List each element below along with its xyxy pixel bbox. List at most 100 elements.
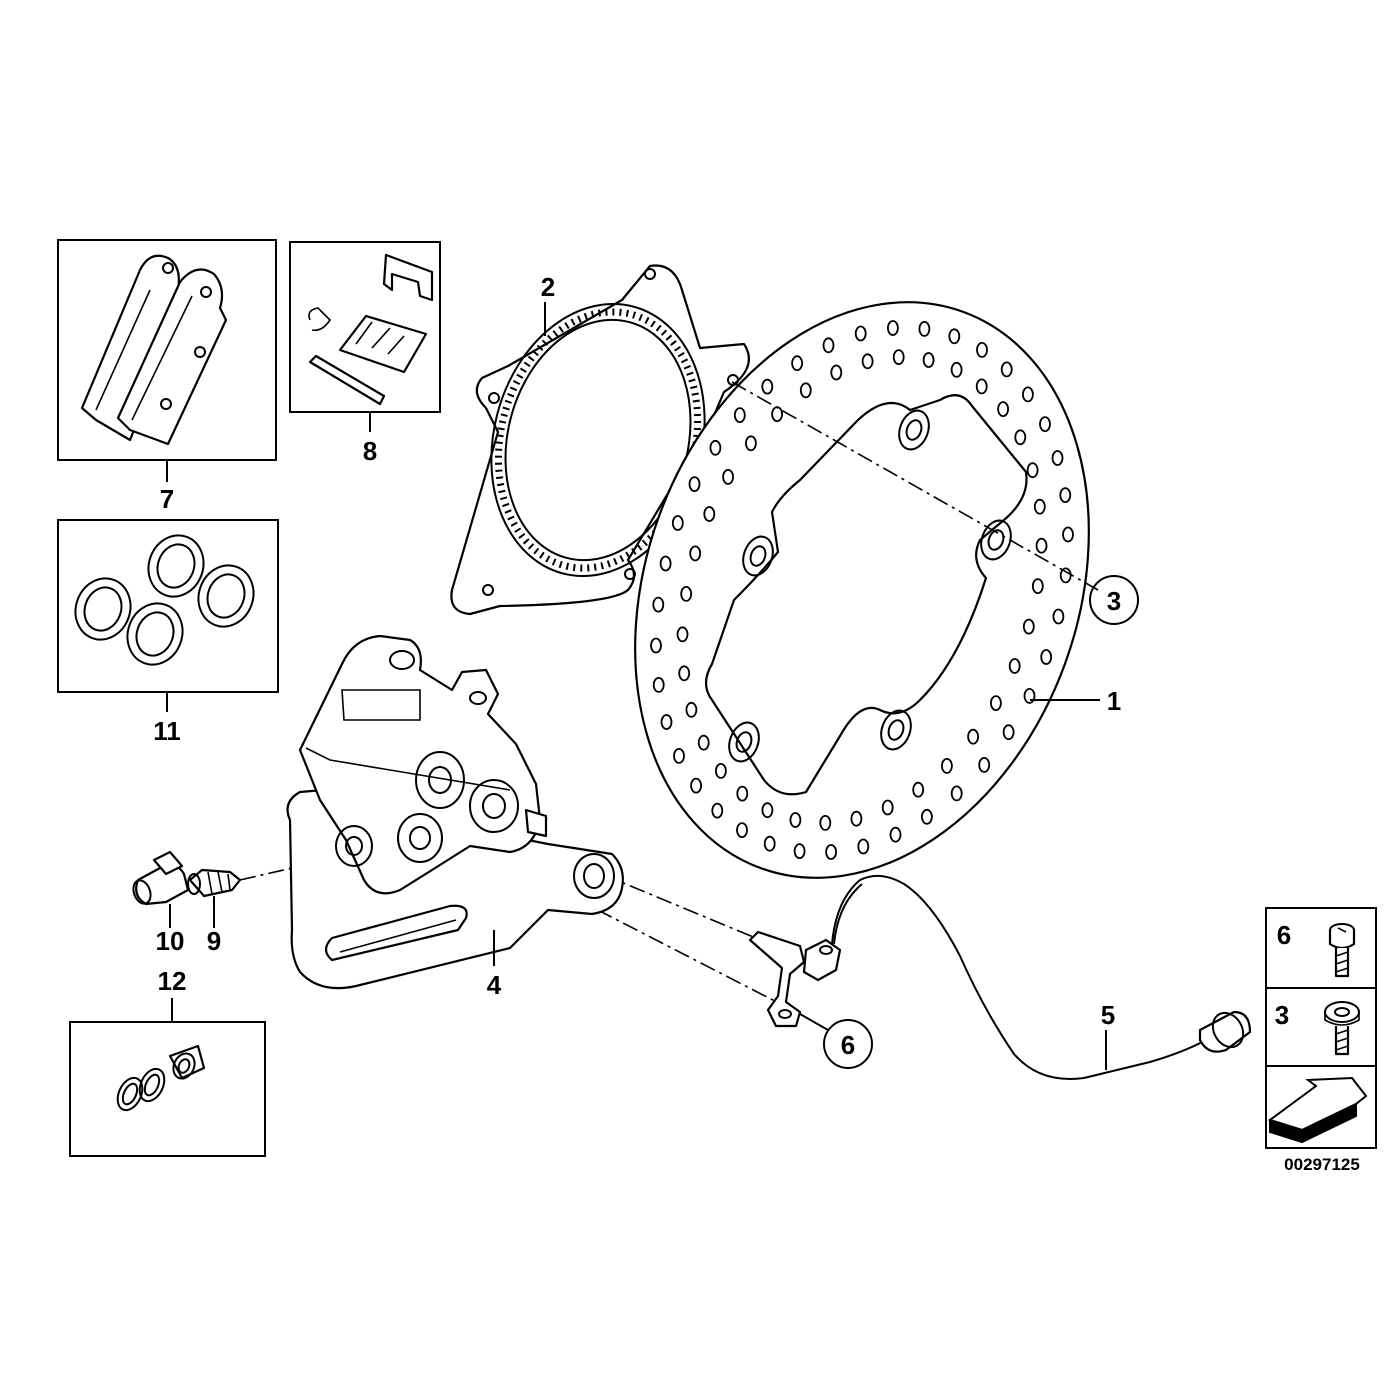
disc-mounting-tabs xyxy=(728,409,1012,763)
disc-hole xyxy=(967,728,979,745)
disc-hole xyxy=(676,626,689,643)
disc-hole xyxy=(673,748,685,764)
disc-hole xyxy=(918,320,931,337)
disc-hole xyxy=(921,808,933,825)
label-1: 1 xyxy=(1107,686,1121,716)
disc-hole xyxy=(889,826,902,843)
brake-disc[interactable] xyxy=(558,238,1166,942)
disc-hole xyxy=(822,337,835,354)
disc-hole xyxy=(857,838,870,855)
fastener-legend: 6 3 xyxy=(1265,907,1377,1149)
disc-hole xyxy=(703,506,716,522)
disc-hole xyxy=(680,586,693,602)
disc-hole xyxy=(912,781,925,798)
disc-hole xyxy=(892,349,905,366)
disc-hole xyxy=(1035,537,1048,554)
disc-hole xyxy=(825,844,837,860)
disc-hole xyxy=(659,555,672,572)
disc-hole xyxy=(722,468,734,485)
disc-hole xyxy=(976,341,988,358)
disc-hole xyxy=(1052,608,1065,625)
disc-hole xyxy=(1014,429,1027,446)
retaining-kit-illustration xyxy=(308,253,434,406)
label-9: 9 xyxy=(207,926,221,956)
bleeder-screw[interactable] xyxy=(187,868,242,898)
disc-hole xyxy=(1000,361,1013,378)
legend-label-3: 3 xyxy=(1275,1000,1289,1030)
seal-rings-box[interactable]: 11 xyxy=(57,519,279,746)
disc-hole xyxy=(948,328,961,345)
disc-hole xyxy=(697,734,710,751)
label-10: 10 xyxy=(156,926,185,956)
diagram-id: 00297125 xyxy=(1284,1155,1360,1174)
disc-ventilation-holes xyxy=(650,320,1074,860)
disc-hole xyxy=(861,353,874,370)
label-7: 7 xyxy=(160,484,174,514)
callout-6[interactable]: 6 xyxy=(799,1013,873,1069)
disc-hole xyxy=(761,802,774,819)
bleeder-cap[interactable] xyxy=(130,850,190,906)
disc-hole xyxy=(990,695,1002,711)
label-12: 12 xyxy=(158,966,187,996)
bleeder-kit-illustration xyxy=(116,1044,206,1112)
disc-hole xyxy=(793,843,806,859)
disc-hole xyxy=(830,364,843,381)
torx-bolt-icon xyxy=(1324,1001,1360,1056)
bleeder-kit-box[interactable]: 12 xyxy=(69,966,266,1157)
disc-hole xyxy=(736,785,749,802)
label-11: 11 xyxy=(153,716,181,746)
disc-hole xyxy=(791,355,803,372)
disc-hole xyxy=(978,757,991,773)
disc-hole xyxy=(997,401,1009,418)
direction-arrow-icon xyxy=(1267,1076,1368,1144)
disc-hole xyxy=(690,777,702,794)
disc-hole xyxy=(1039,416,1051,433)
disc-hole xyxy=(736,822,748,838)
label-2: 2 xyxy=(541,272,555,302)
disc-hole xyxy=(1033,498,1046,515)
brake-pad-illustration xyxy=(80,254,228,446)
disc-hole xyxy=(789,812,802,828)
label-5: 5 xyxy=(1101,1000,1115,1030)
pad-retaining-kit-box[interactable]: 8 xyxy=(289,241,441,466)
disc-hole xyxy=(771,406,783,423)
disc-hole xyxy=(671,515,684,531)
disc-hole xyxy=(652,596,665,613)
abs-sensor[interactable] xyxy=(748,930,842,1028)
disc-hole xyxy=(941,758,953,774)
disc-hole xyxy=(1026,462,1039,479)
disc-hole xyxy=(1051,450,1064,466)
callout-3[interactable]: 3 xyxy=(1089,575,1139,625)
disc-hole xyxy=(709,439,722,456)
disc-hole xyxy=(975,378,988,395)
label-8: 8 xyxy=(363,436,377,466)
disc-hole xyxy=(761,378,774,395)
brake-pads-box[interactable]: 7 xyxy=(57,239,277,514)
disc-hole xyxy=(1031,578,1044,594)
disc-hole xyxy=(688,476,701,493)
disc-hole xyxy=(1008,658,1021,674)
disc-hole xyxy=(1059,487,1072,504)
disc-hole xyxy=(950,785,963,802)
disc-hole xyxy=(1022,618,1035,635)
disc-hole xyxy=(689,545,702,562)
seal-rings-illustration xyxy=(74,534,255,666)
callout-3-label: 3 xyxy=(1107,586,1121,616)
disc-hole xyxy=(819,815,832,831)
abs-sensor-connector[interactable] xyxy=(1198,1007,1252,1053)
legend-label-6: 6 xyxy=(1277,920,1291,950)
disc-hole xyxy=(881,799,894,816)
callout-6-label: 6 xyxy=(841,1030,855,1060)
disc-hole xyxy=(950,361,963,378)
disc-hole xyxy=(1062,526,1074,543)
brake-caliper[interactable] xyxy=(286,634,624,990)
abs-sensor-cable xyxy=(831,874,1207,1080)
disc-hole xyxy=(887,320,899,336)
disc-hole xyxy=(854,325,867,342)
disc-hole xyxy=(745,435,757,452)
disc-hole xyxy=(715,763,727,779)
hex-socket-bolt-icon xyxy=(1328,923,1356,978)
disc-hole xyxy=(711,802,724,819)
disc-hole xyxy=(660,714,673,730)
